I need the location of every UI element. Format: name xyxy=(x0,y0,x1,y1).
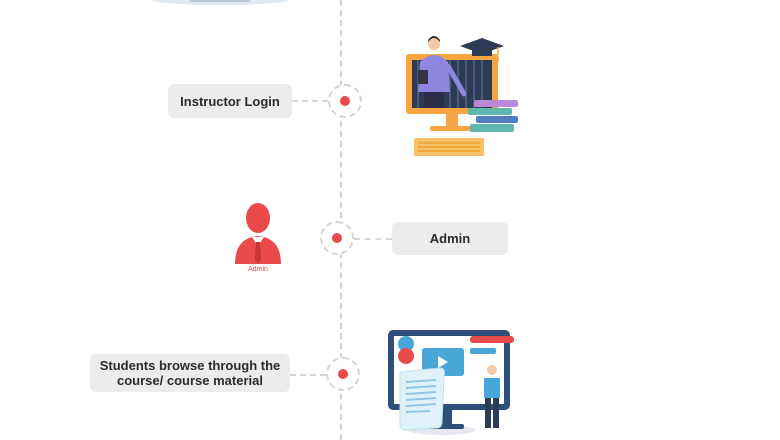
user-avatar-icon xyxy=(235,203,281,264)
admin-connector xyxy=(354,238,392,240)
top-illustration-fragment xyxy=(152,0,288,5)
students-connector xyxy=(290,374,326,376)
admin-avatar-caption: Admin xyxy=(248,266,268,273)
course-browse-illustration xyxy=(388,330,514,435)
students-node-dot xyxy=(338,369,348,379)
teacher-monitor-illustration xyxy=(406,36,518,156)
admin-timeline-node xyxy=(320,221,354,255)
students-browse-label: Students browse through the course/ cour… xyxy=(90,354,290,392)
admin-node-dot xyxy=(332,233,342,243)
instructor-timeline-node xyxy=(328,84,362,118)
admin-label: Admin xyxy=(392,222,508,255)
instructor-connector xyxy=(292,100,328,102)
instructor-login-label: Instructor Login xyxy=(168,84,292,118)
instructor-node-dot xyxy=(340,96,350,106)
timeline-line xyxy=(340,0,342,440)
students-timeline-node xyxy=(326,357,360,391)
